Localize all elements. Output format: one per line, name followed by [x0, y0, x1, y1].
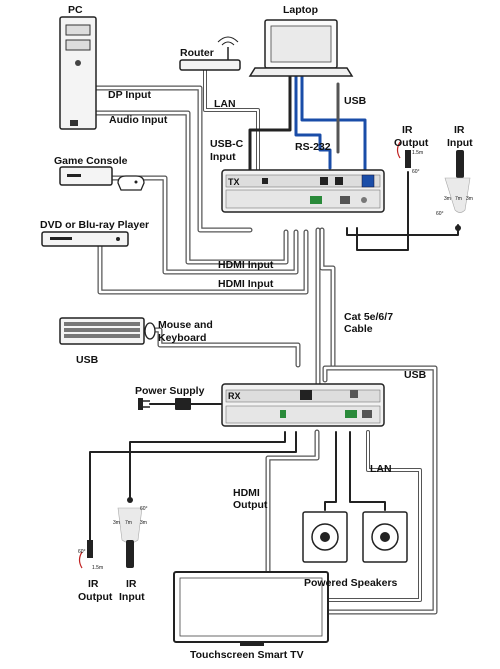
speakers-label: Powered Speakers — [304, 577, 398, 589]
hdmi-input-label-2: HDMI Input — [218, 278, 274, 290]
dvd-label: DVD or Blu-ray Player — [40, 219, 150, 231]
ir-range-3m-top-right: 3m — [466, 196, 473, 202]
ir-output-label-top-1: IR — [402, 124, 413, 136]
usb-top-label: USB — [344, 95, 367, 107]
gamepad-icon — [117, 175, 145, 191]
cat-cable-label-1: Cat 5e/6/7 — [344, 311, 394, 323]
tv-label: Touchscreen Smart TV — [190, 649, 304, 661]
game-console — [59, 166, 145, 191]
tx-label: TX — [228, 177, 240, 187]
laptop — [248, 19, 354, 77]
lan-top-label: LAN — [214, 98, 236, 110]
ir-input-label-bottom-2: Input — [119, 591, 145, 603]
speaker-cable-left — [324, 431, 337, 511]
rx-unit — [221, 383, 385, 427]
ir-in-cable-rx — [129, 431, 286, 501]
ir-output-label-bottom-2: Output — [78, 591, 113, 603]
ir-range-60-bottom-2: 60° — [78, 549, 86, 555]
laptop-label: Laptop — [283, 4, 318, 16]
ir-input-label-top-2: Input — [447, 137, 473, 149]
dvd-player — [41, 231, 129, 247]
power-supply — [138, 398, 191, 410]
ir-range-60-top-2: 60° — [436, 211, 444, 217]
usb-right-label: USB — [404, 369, 427, 381]
pc-tower — [59, 16, 97, 130]
ir-range-60-top: 60° — [412, 169, 420, 175]
power-supply-label: Power Supply — [135, 385, 205, 397]
ir-range-3m-bottom-right: 3m — [140, 520, 147, 526]
usb-left-label: USB — [76, 354, 99, 366]
ir-input-label-top-1: IR — [454, 124, 465, 136]
ir-output-device-bottom — [78, 540, 93, 569]
cat-cable-label-2: Cable — [344, 323, 373, 335]
ir-output-label-top-2: Output — [394, 137, 429, 149]
rx-label: RX — [228, 391, 241, 401]
ir-range-1-5m-bottom: 1.5m — [92, 565, 104, 571]
hdmi-output-label-2: Output — [233, 499, 268, 511]
powered-speakers — [302, 511, 408, 563]
cat-cable — [319, 227, 336, 368]
tx-unit — [221, 169, 385, 213]
ir-input-label-bottom-1: IR — [126, 578, 137, 590]
game-console-label: Game Console — [54, 155, 128, 167]
rs232-label: RS-232 — [295, 141, 331, 153]
ir-input-device-bottom — [117, 497, 143, 568]
keyboard-and-mouse — [59, 317, 156, 345]
ir-output-device-top — [396, 141, 411, 168]
ir-out-cable-rx — [89, 431, 297, 541]
ir-range-7m-bottom: 7m — [125, 520, 132, 526]
ir-range-60-bottom: 60° — [140, 506, 148, 512]
ir-range-1-5m-top: 1.5m — [412, 150, 424, 156]
usb-c-label-line2: Input — [210, 151, 236, 163]
usb-c-label-line1: USB-C — [210, 138, 244, 150]
ir-input-device-top — [444, 150, 471, 231]
ir-range-7m-top: 7m — [455, 196, 462, 202]
touchscreen-tv — [173, 571, 329, 646]
ir-out-cable-tx — [356, 171, 409, 251]
pc-label: PC — [68, 4, 83, 16]
router — [179, 36, 241, 71]
usb-cable-top — [300, 74, 367, 180]
mouse-icon — [144, 322, 156, 340]
hdmi-output-label-1: HDMI — [233, 487, 260, 499]
ir-range-3m-top-left: 3m — [444, 196, 451, 202]
audio-input-label: Audio Input — [109, 114, 168, 126]
usb-c-cable — [248, 74, 292, 180]
ir-output-label-bottom-1: IR — [88, 578, 99, 590]
speaker-cable-right — [349, 431, 386, 511]
dp-input-label: DP Input — [108, 89, 151, 101]
lan-bottom-label: LAN — [370, 463, 392, 475]
rs232-cable — [294, 74, 332, 170]
ir-range-3m-bottom-left: 3m — [113, 520, 120, 526]
router-label: Router — [180, 47, 214, 59]
ir-in-cable-tx — [346, 224, 459, 236]
mouse-keyboard-label-2: Keyboard — [158, 332, 207, 344]
hdmi-input-label-1: HDMI Input — [218, 259, 274, 271]
mouse-keyboard-label-1: Mouse and — [158, 319, 213, 331]
